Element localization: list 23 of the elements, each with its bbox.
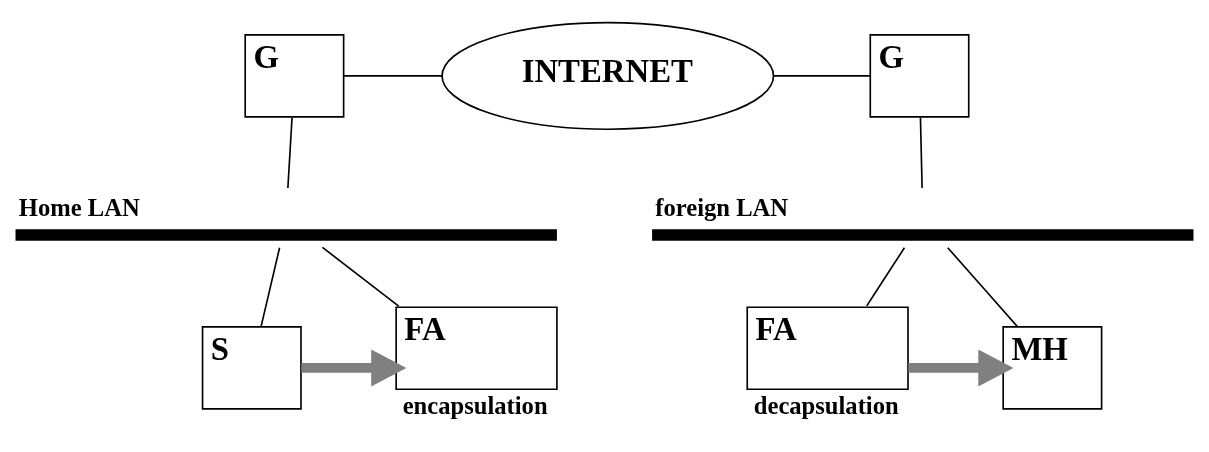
node-box: MH (1002, 326, 1103, 410)
connector (773, 75, 871, 77)
arrow (301, 349, 407, 387)
arrow (908, 349, 1014, 387)
connector (321, 246, 400, 307)
connector (919, 116, 923, 189)
node-label: foreign LAN (655, 194, 789, 222)
node-ellipse: INTERNET (441, 21, 775, 130)
node-bar (652, 229, 1194, 241)
node-label: Home LAN (18, 194, 140, 222)
node-bar (15, 229, 557, 241)
connector (287, 116, 293, 189)
node-label: decapsulation (753, 391, 899, 419)
connector (343, 75, 443, 77)
node-box: S (201, 326, 302, 410)
node-box: FA (746, 306, 909, 391)
connector (260, 246, 281, 328)
node-box: G (869, 34, 970, 118)
connector (865, 246, 906, 307)
connector (946, 246, 1018, 328)
node-label: encapsulation (402, 391, 548, 419)
node-box: G (244, 34, 345, 118)
node-box: FA (395, 306, 558, 391)
